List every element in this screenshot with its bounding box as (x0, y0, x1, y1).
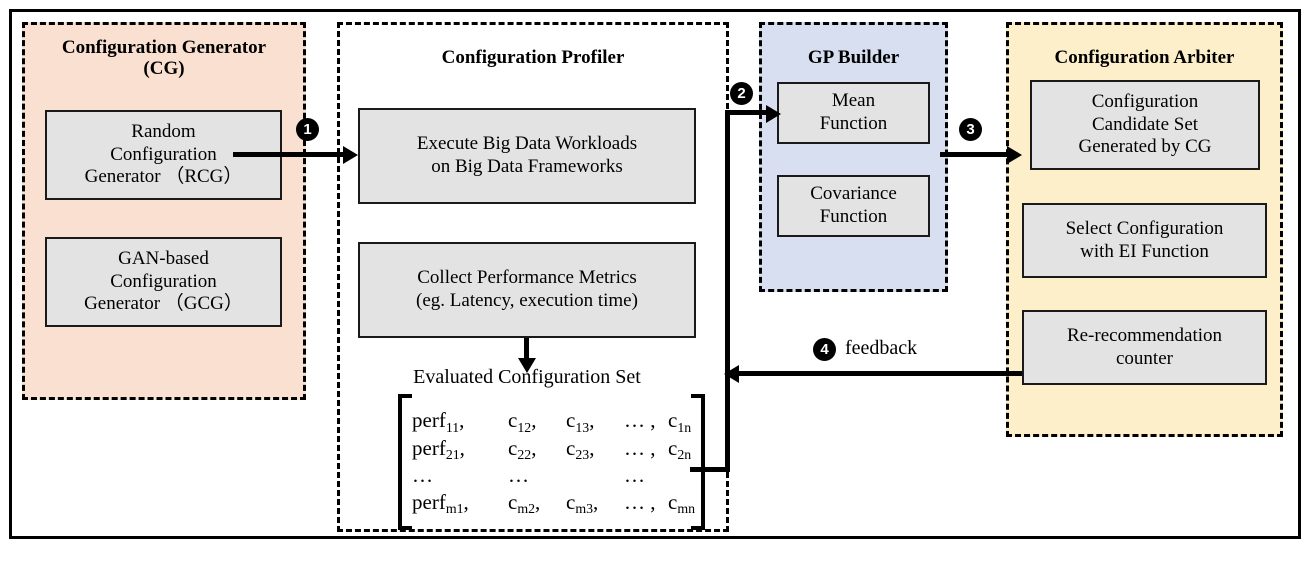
edge-2-arrowhead (766, 105, 781, 123)
box-re-recommendation-counter[interactable]: Re-recommendation counter (1022, 310, 1267, 385)
edge-4-label: feedback (845, 337, 918, 359)
outer-frame (9, 9, 1301, 539)
box-covariance-function[interactable]: Covariance Function (777, 175, 930, 237)
box-execute-big-data-workloads[interactable]: Execute Big Data Workloads on Big Data F… (358, 108, 696, 204)
collect-to-set-arrowhead (517, 358, 536, 373)
edge-2-badge: 2 (730, 82, 753, 105)
edge-3-line (940, 152, 1012, 157)
label-evaluated-configuration-set: Evaluated Configuration Set (413, 366, 641, 388)
edge-1-line (233, 152, 343, 157)
panel-title-configuration-arbiter: Configuration Arbiter (1054, 47, 1235, 68)
edge-1-badge: 1 (296, 118, 319, 141)
edge-3-badge: 3 (959, 118, 982, 141)
edge-4-badge: 4 (813, 338, 836, 361)
edge-4-arrowhead (724, 364, 739, 383)
edge-2-line-vertical (725, 110, 730, 470)
edge-3-arrowhead (1007, 145, 1022, 164)
panel-title-configuration-profiler: Configuration Profiler (441, 47, 625, 68)
collect-to-set-line (524, 338, 529, 362)
box-select-configuration-with-ei[interactable]: Select Configuration with EI Function (1022, 203, 1267, 278)
edge-2-line-to-gp (725, 110, 773, 115)
panel-configuration-generator: Configuration Generator (CG) (22, 22, 306, 400)
box-mean-function[interactable]: Mean Function (777, 82, 930, 144)
matrix-row: perfm1, cm2, cm3, … , cmn (412, 490, 696, 517)
matrix-row: … … … (412, 463, 645, 487)
panel-title-configuration-generator: Configuration Generator (CG) (61, 37, 267, 80)
edge-1-arrowhead (343, 145, 358, 164)
box-collect-performance-metrics[interactable]: Collect Performance Metrics (eg. Latency… (358, 242, 696, 338)
panel-gp-builder: GP Builder (759, 22, 948, 292)
box-configuration-candidate-set[interactable]: Configuration Candidate Set Generated by… (1030, 80, 1260, 170)
box-gan-based-configuration-generator[interactable]: GAN-based Configuration Generator （GCG） (45, 237, 282, 327)
matrix-row: perf11, c12, c13, … , c1n (412, 408, 692, 435)
matrix-row: perf21, c22, c23, … , c2n (412, 435, 692, 462)
edge-2-line-from-matrix (690, 467, 730, 472)
panel-title-gp-builder: GP Builder (807, 47, 900, 68)
matrix-rows: perf11, c12, c13, … , c1n perf21, c22, c… (398, 394, 705, 530)
edge-4-line (737, 371, 1022, 376)
evaluated-configuration-matrix: perf11, c12, c13, … , c1n perf21, c22, c… (398, 394, 706, 530)
